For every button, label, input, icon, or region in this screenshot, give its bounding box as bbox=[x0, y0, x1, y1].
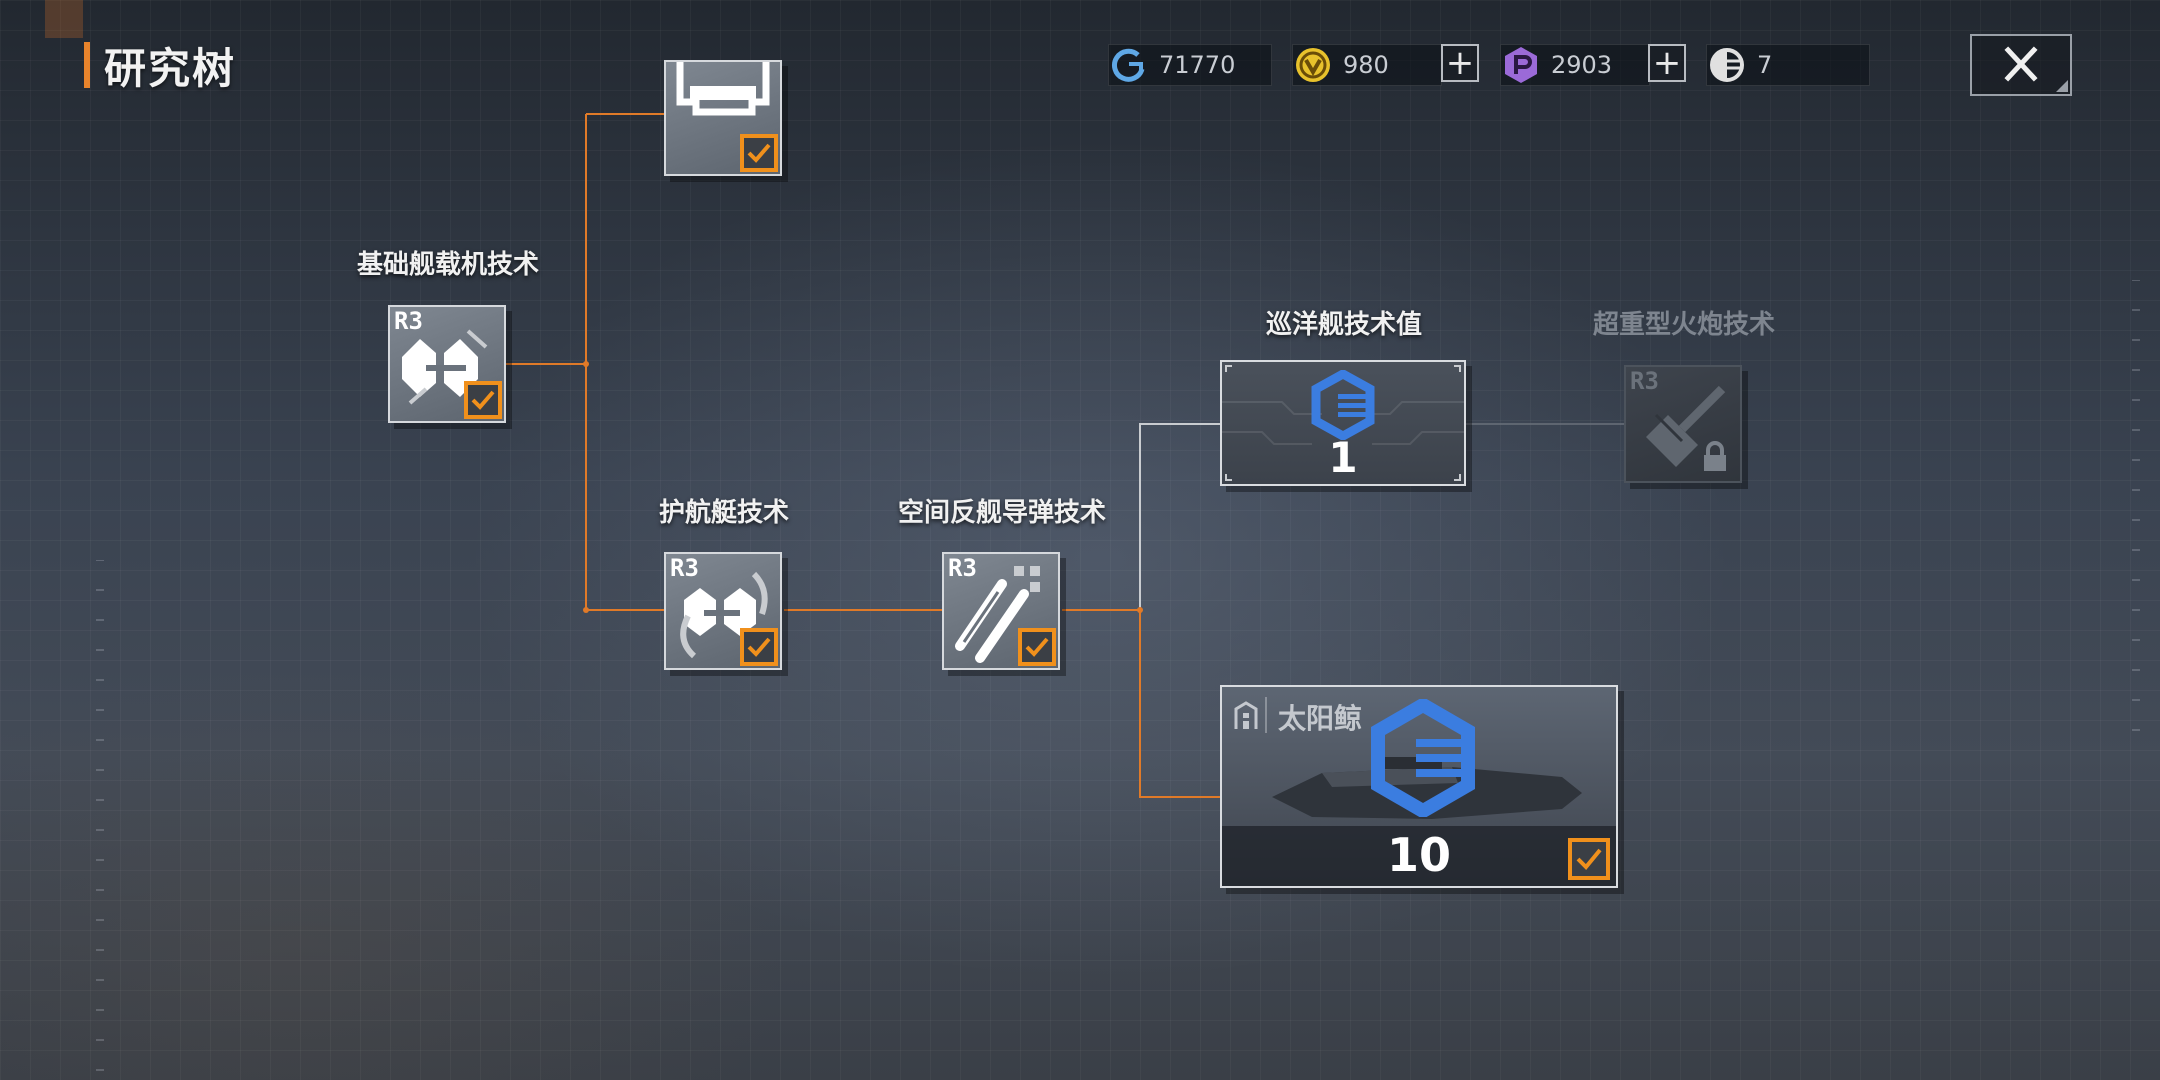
tech-node-top[interactable] bbox=[664, 60, 782, 176]
gold-coin-icon bbox=[1291, 43, 1335, 87]
ship-tech-value: 10 bbox=[1386, 828, 1451, 882]
ship-name: 太阳鲸 bbox=[1278, 702, 1363, 735]
ship-card-sun-whale[interactable]: 太阳鲸 10 bbox=[1220, 685, 1618, 888]
right-ruler bbox=[2130, 279, 2142, 764]
separator bbox=[1265, 697, 1267, 733]
completed-check-icon bbox=[740, 134, 778, 172]
tech-node-basic-carrier[interactable]: R3 bbox=[388, 305, 506, 423]
tech-value-hex-icon bbox=[1371, 699, 1475, 817]
cruiser-tech-value: 1 bbox=[1328, 433, 1358, 482]
currency-credits: 71770 bbox=[1108, 44, 1272, 86]
add-gold-button[interactable]: + bbox=[1441, 44, 1479, 82]
rank-badge: R3 bbox=[670, 554, 699, 582]
tech-node-heavy-cannon[interactable]: R3 bbox=[1624, 365, 1742, 483]
hangar-icon bbox=[676, 62, 770, 116]
rank-badge: R3 bbox=[948, 554, 977, 582]
currency-value: 71770 bbox=[1159, 51, 1236, 79]
purple-p-icon bbox=[1499, 43, 1543, 87]
escort-boat-icon bbox=[680, 571, 768, 659]
currency-value: 7 bbox=[1757, 51, 1773, 79]
completed-check-icon bbox=[1018, 628, 1056, 666]
close-icon bbox=[1972, 46, 2070, 98]
page-title: 研究树 bbox=[104, 43, 237, 93]
corner-tag bbox=[45, 0, 83, 38]
hangar-building-icon bbox=[1234, 701, 1258, 729]
currency-research-tokens: 7 bbox=[1706, 44, 1870, 86]
close-button[interactable] bbox=[1970, 34, 2072, 96]
add-premium-button[interactable]: + bbox=[1648, 44, 1686, 82]
currency-premium: 2903 bbox=[1500, 44, 1650, 86]
research-token-icon bbox=[1705, 43, 1749, 87]
missile-icon bbox=[955, 566, 1040, 663]
completed-check-icon bbox=[740, 628, 778, 666]
lock-icon bbox=[1704, 441, 1726, 471]
rank-badge: R3 bbox=[1630, 367, 1659, 395]
currency-value: 2903 bbox=[1551, 51, 1613, 79]
tech-node-anti-ship-missile[interactable]: R3 bbox=[942, 552, 1060, 670]
completed-check-icon bbox=[464, 381, 502, 419]
circuit-pattern bbox=[1222, 365, 1464, 481]
node-label: 空间反舰导弹技术 bbox=[897, 498, 1107, 528]
node-label: 巡洋舰技术值 bbox=[1265, 310, 1423, 340]
credit-icon bbox=[1107, 43, 1151, 87]
page-header: 研究树 bbox=[84, 40, 236, 93]
rank-badge: R3 bbox=[394, 307, 423, 335]
ship-card-band bbox=[1222, 826, 1616, 886]
left-ruler bbox=[96, 559, 108, 1080]
tech-node-escort[interactable]: R3 bbox=[664, 552, 782, 670]
tech-value-hex-icon bbox=[1311, 370, 1375, 440]
currency-value: 980 bbox=[1343, 51, 1389, 79]
cruiser-tech-value-card[interactable]: 1 bbox=[1220, 360, 1466, 486]
node-label: 超重型火炮技术 bbox=[1592, 310, 1776, 340]
title-accent-bar bbox=[84, 42, 90, 88]
cannon-icon bbox=[1646, 385, 1726, 467]
node-label: 护航艇技术 bbox=[658, 498, 790, 528]
currency-gold: 980 bbox=[1292, 44, 1442, 86]
node-label: 基础舰载机技术 bbox=[356, 250, 540, 280]
completed-check-icon bbox=[1568, 838, 1610, 880]
